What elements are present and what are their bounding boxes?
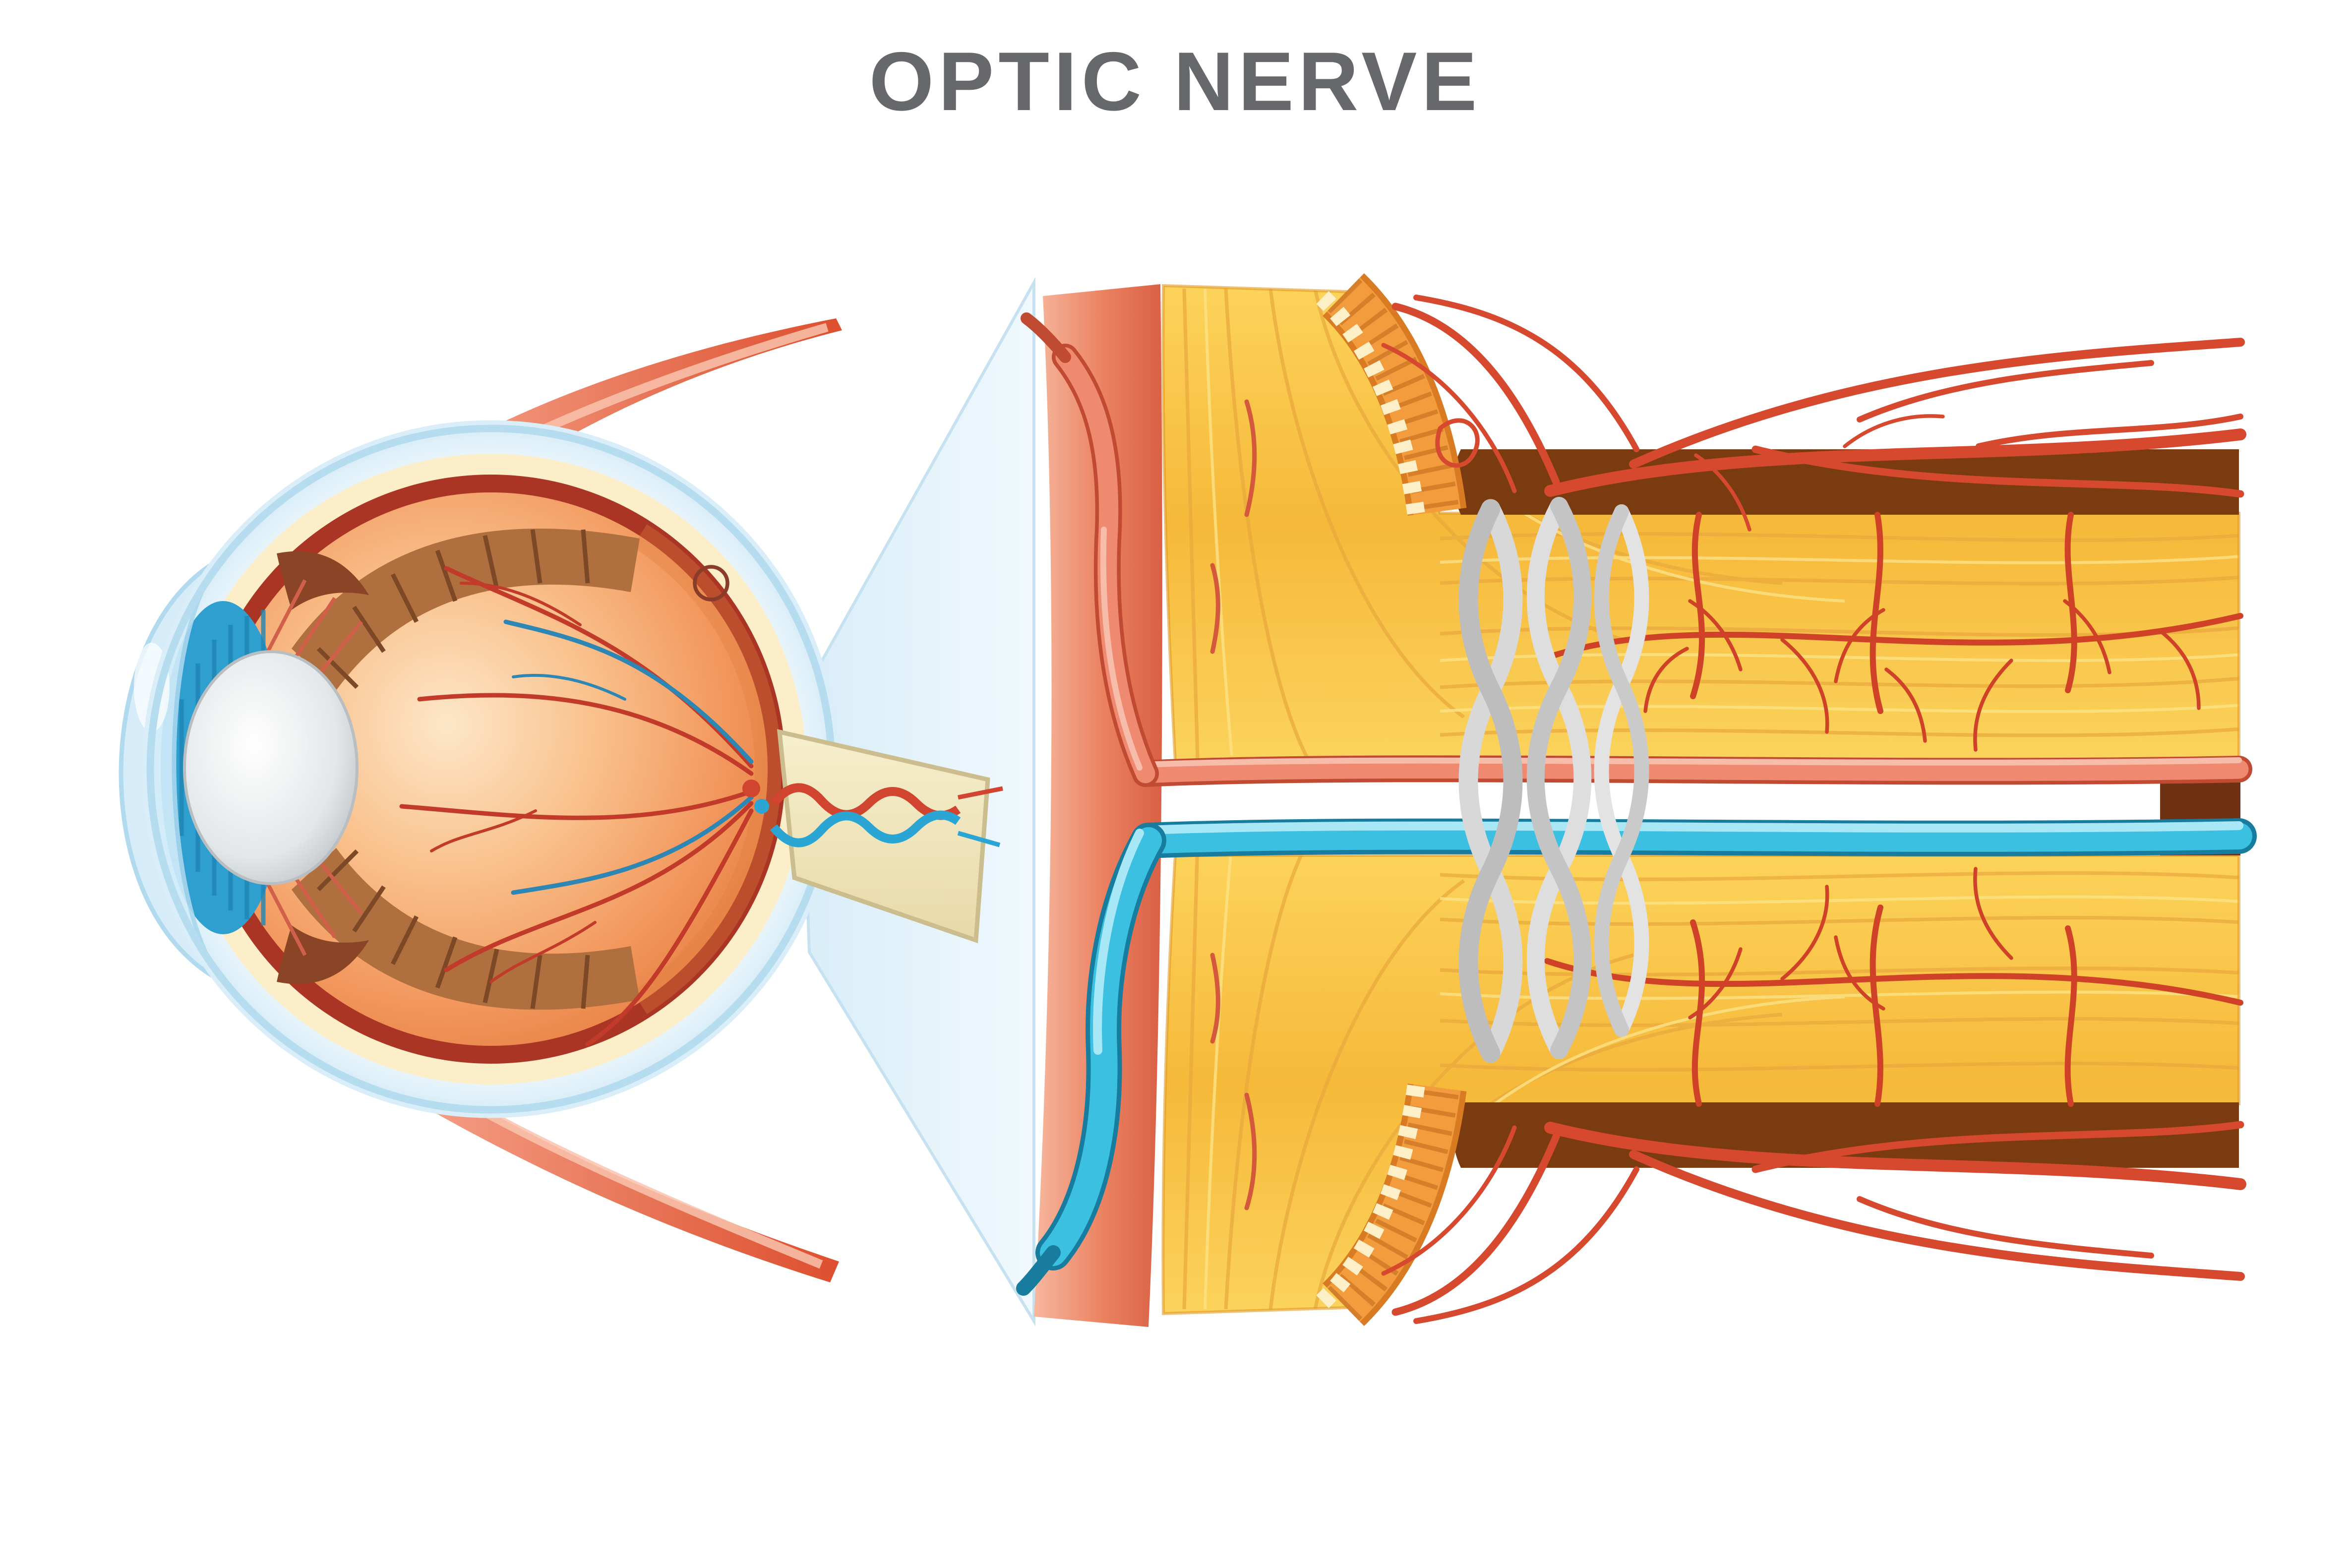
dura-band-top	[1453, 449, 2239, 515]
ciliary-body-lower	[277, 925, 369, 984]
ciliary-band-upper	[292, 528, 640, 690]
pial-vessels-bottom	[1381, 1121, 2246, 1324]
central-vein-twist	[770, 810, 961, 847]
lens	[183, 650, 359, 885]
arachnoid-braids	[1458, 497, 1649, 1063]
artery-tip	[958, 786, 1003, 800]
sclera-cut-band	[1034, 284, 1162, 1327]
central-retinal-vein	[1016, 818, 2257, 1296]
pial-vessels-top	[1381, 295, 2246, 532]
retinal-vessels-blue	[503, 619, 754, 895]
lamina-cribrosa-top	[1316, 273, 1467, 516]
optic-disc-artery-knot	[742, 780, 760, 797]
retina-inner-shading	[632, 524, 782, 1014]
ciliary-body-upper	[277, 551, 369, 610]
page-title: OPTIC NERVE	[869, 35, 1482, 128]
ciliary-band-lower	[292, 848, 640, 1010]
vessel-trees-top	[1544, 512, 2243, 752]
central-artery-twist	[770, 783, 961, 820]
optic-nerve-magnified	[1016, 273, 2257, 1327]
vein-tip	[957, 831, 1001, 847]
optic-nerve-stub	[742, 729, 1003, 944]
macula-ring-marker	[693, 565, 729, 602]
lamina-cribrosa-bottom	[1316, 1083, 1467, 1327]
retinal-vessels-red	[399, 566, 754, 1047]
central-retinal-artery	[1021, 312, 2252, 787]
optic-disc-vein-knot	[754, 799, 769, 814]
eye-cross-section	[119, 318, 1003, 1282]
